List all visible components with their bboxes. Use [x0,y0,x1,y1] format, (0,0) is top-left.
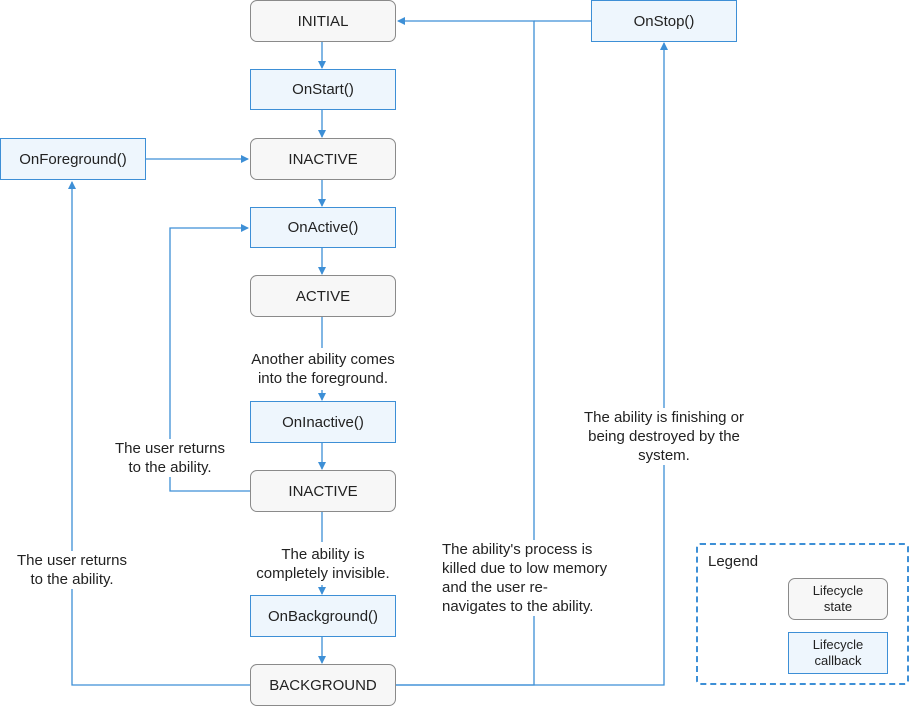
note-completely-invisible: The ability is completely invisible. [244,545,402,583]
legend-box: Legend Lifecycle state Lifecycle callbac… [696,543,909,685]
legend-state-swatch: Lifecycle state [788,578,888,620]
note-user-returns-inner: The user returns to the ability. [104,439,236,477]
arrow-background-to-onforeground [68,181,250,686]
legend-title: Legend [708,553,759,570]
callback-onactive: OnActive() [250,207,396,248]
note-user-returns-outer: The user returns to the ability. [6,551,138,589]
callback-onstop: OnStop() [591,0,737,42]
state-inactive-bottom: INACTIVE [250,470,396,512]
callback-onforeground: OnForeground() [0,138,146,180]
note-another-ability: Another ability comes into the foregroun… [240,350,406,388]
callback-onbackground: OnBackground() [250,595,396,637]
state-background: BACKGROUND [250,664,396,706]
arrow-inactive-return-to-onactive [169,224,250,492]
state-initial: INITIAL [250,0,396,42]
note-process-killed: The ability's process is killed due to l… [442,540,626,616]
callback-oninactive: OnInactive() [250,401,396,443]
callback-onstart: OnStart() [250,69,396,110]
arrow-background-to-onstop [396,42,668,686]
note-finishing: The ability is finishing or being destro… [574,408,754,465]
state-active: ACTIVE [250,275,396,317]
legend-callback-swatch: Lifecycle callback [788,632,888,674]
state-inactive-top: INACTIVE [250,138,396,180]
